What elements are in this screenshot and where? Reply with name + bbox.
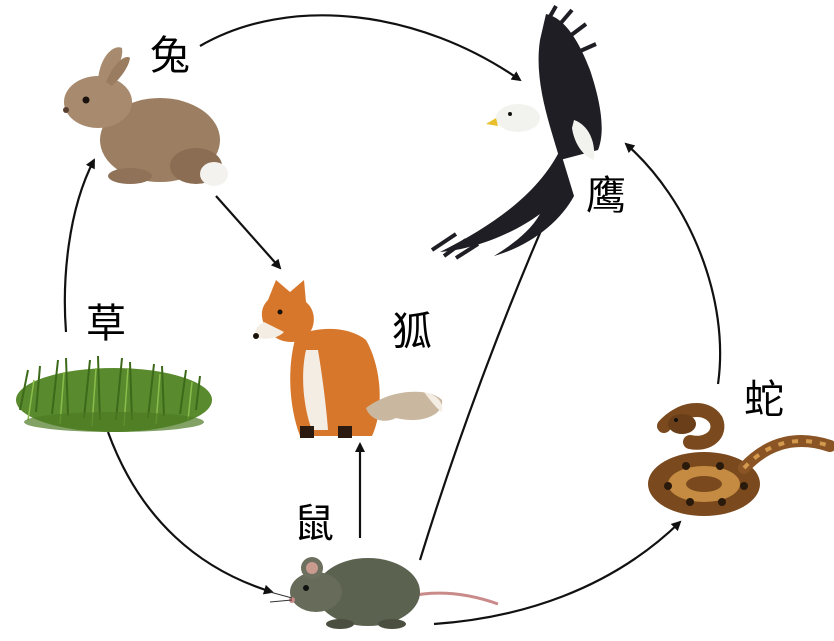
fox-illustration bbox=[253, 280, 442, 438]
grass-label: 草 bbox=[86, 304, 126, 344]
mouse-illustration bbox=[270, 557, 498, 629]
fox-label: 狐 bbox=[392, 312, 432, 352]
eagle-label: 鹰 bbox=[586, 176, 626, 216]
arrow-grass-to-mouse bbox=[108, 432, 272, 592]
snake-illustration bbox=[648, 410, 830, 516]
snake-label: 蛇 bbox=[744, 380, 784, 420]
arrow-rabbit-to-fox bbox=[216, 196, 280, 268]
grass-illustration bbox=[16, 356, 212, 432]
arrow-snake-to-eagle bbox=[626, 144, 720, 384]
arrow-mouse-to-snake bbox=[434, 522, 680, 624]
arrow-mouse-to-eagle bbox=[420, 196, 556, 560]
mouse-label: 鼠 bbox=[294, 504, 334, 544]
rabbit-illustration bbox=[63, 47, 228, 186]
arrow-rabbit-to-eagle bbox=[200, 15, 520, 80]
rabbit-label: 兔 bbox=[150, 36, 190, 76]
